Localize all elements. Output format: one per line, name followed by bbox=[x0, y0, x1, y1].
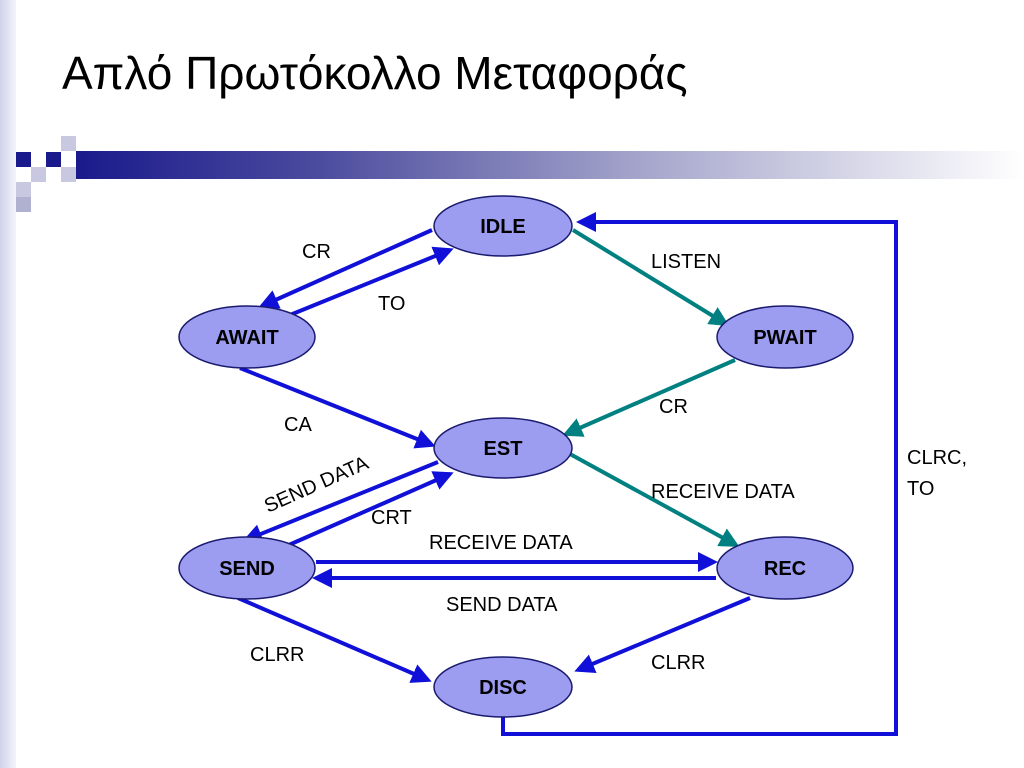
state-send: SEND bbox=[178, 536, 316, 600]
state-await: AWAIT bbox=[178, 305, 316, 369]
label-clrr-rec: CLRR bbox=[651, 652, 705, 674]
label-ca: CA bbox=[284, 414, 312, 436]
state-rec: REC bbox=[716, 536, 854, 600]
state-disc-label: DISC bbox=[479, 677, 527, 699]
label-clrr-send: CLRR bbox=[250, 644, 304, 666]
edge-send-to-est bbox=[281, 471, 454, 550]
decorative-square bbox=[16, 182, 31, 197]
state-est: EST bbox=[433, 417, 573, 479]
state-est-label: EST bbox=[484, 438, 523, 460]
edge-rec-to-disc bbox=[574, 596, 751, 674]
decorative-square bbox=[31, 167, 46, 182]
edge-est-to-send bbox=[242, 460, 439, 544]
label-receive-data-est: RECEIVE DATA bbox=[651, 481, 795, 503]
edge-est-to-rec bbox=[569, 452, 740, 547]
state-idle: IDLE bbox=[433, 195, 573, 257]
edge-disc-to-idle bbox=[501, 212, 898, 736]
label-cr-await: CR bbox=[302, 241, 331, 263]
label-send-data-rec: SEND DATA bbox=[446, 594, 558, 616]
decorative-square bbox=[16, 152, 31, 167]
label-receive-data-send: RECEIVE DATA bbox=[429, 532, 573, 554]
left-decorative-stripe bbox=[0, 0, 16, 768]
edge-idle-to-await bbox=[258, 228, 433, 309]
title-underline-bar bbox=[76, 151, 1024, 179]
edge-await-to-est bbox=[239, 366, 436, 449]
edge-send-to-disc bbox=[237, 596, 432, 683]
state-pwait: PWAIT bbox=[716, 305, 854, 369]
label-crt: CRT bbox=[371, 507, 412, 529]
label-listen: LISTEN bbox=[651, 251, 721, 273]
state-await-label: AWAIT bbox=[215, 327, 278, 349]
edge-await-to-idle bbox=[289, 246, 454, 317]
label-clrc-line2: TO bbox=[907, 478, 934, 500]
decorative-square bbox=[61, 136, 76, 151]
edge-idle-to-pwait bbox=[571, 228, 730, 327]
state-idle-label: IDLE bbox=[480, 216, 526, 238]
decorative-square bbox=[16, 197, 31, 212]
label-send-data-est: SEND DATA bbox=[261, 452, 372, 518]
page-title: Απλό Πρωτόκολλο Μεταφοράς bbox=[62, 47, 688, 99]
decorative-square bbox=[61, 167, 76, 182]
label-to-await: TO bbox=[378, 293, 405, 315]
decorative-square bbox=[46, 152, 61, 167]
state-rec-label: REC bbox=[764, 558, 806, 580]
edge-pwait-to-est bbox=[562, 358, 736, 437]
state-send-label: SEND bbox=[219, 558, 275, 580]
state-disc: DISC bbox=[433, 656, 573, 718]
label-cr-pwait: CR bbox=[659, 396, 688, 418]
state-pwait-label: PWAIT bbox=[753, 327, 816, 349]
label-clrc-line1: CLRC, bbox=[907, 447, 967, 469]
